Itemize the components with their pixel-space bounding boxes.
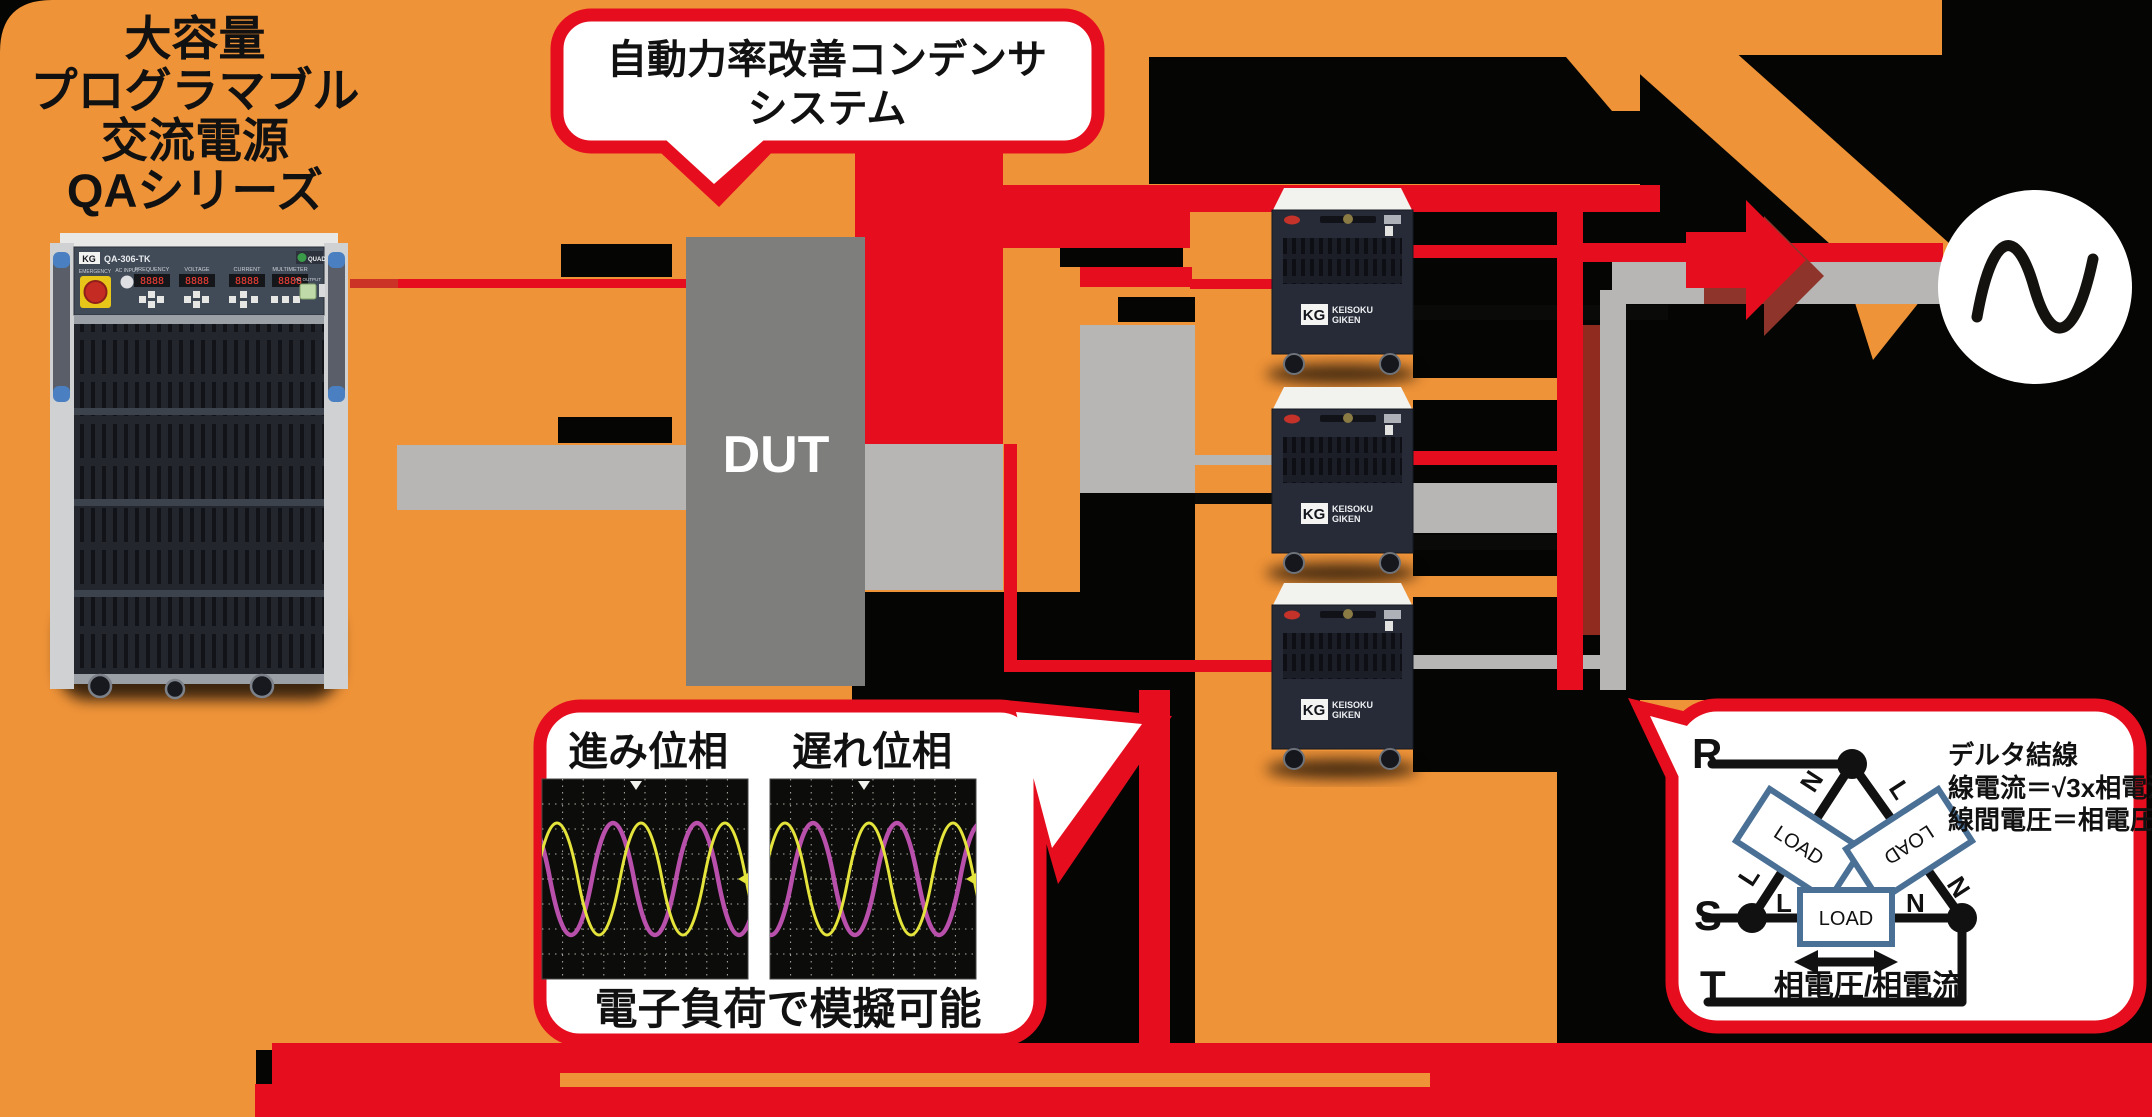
display-current: CURRENT 8888 xyxy=(229,267,265,287)
delta-note-2: 線電流＝√3x相電流 xyxy=(1948,773,2152,803)
ac-output-button xyxy=(299,283,317,300)
svg-text:8888: 8888 xyxy=(235,276,259,287)
delta-note-3: 線間電圧＝相電圧 xyxy=(1948,805,2152,835)
dut-label: DUT xyxy=(723,426,830,484)
capacitor-bubble-line2: システム xyxy=(748,87,907,131)
svg-text:LOAD: LOAD xyxy=(1819,908,1873,930)
wire-label-lb: L xyxy=(1776,888,1792,918)
svg-text:8888: 8888 xyxy=(140,276,164,287)
ac-input-label: AC INPUT xyxy=(115,268,138,274)
panel-buttons xyxy=(139,291,300,308)
wiring xyxy=(350,150,1943,1050)
red-wire-left xyxy=(350,279,689,288)
casters xyxy=(87,673,275,700)
svg-text:8888: 8888 xyxy=(278,276,302,287)
stub-red-load1 xyxy=(1190,279,1274,289)
phase-bubble: 進み位相 遅れ位相 電子負荷で模擬可能 xyxy=(533,699,1172,1047)
title-line-3: 交流電源 xyxy=(101,114,289,167)
capacitor-bubble: 自動力率改善コンデンサ システム xyxy=(550,8,1105,207)
panel-model: QA-306-TK xyxy=(104,254,151,264)
control-panel: KG QA-306-TK EMERGENCY AC INPUT FREQUENC… xyxy=(73,246,326,316)
delta-nodes xyxy=(1737,749,1977,933)
title-line-2: プログラマブル xyxy=(31,64,360,117)
usb-port xyxy=(319,284,325,297)
sine-wave-icon xyxy=(1971,240,2099,334)
phase-r-label: R xyxy=(1692,730,1722,777)
bottom-red-band xyxy=(255,1043,2152,1117)
svg-text:QUAD: QUAD xyxy=(308,257,326,263)
phase-s-label: S xyxy=(1694,892,1722,939)
trunk-shadow xyxy=(1583,325,1600,635)
panel-brand: KG xyxy=(82,254,96,264)
svg-text:MULTIMETER: MULTIMETER xyxy=(272,267,307,273)
capacitor-bubble-line1: 自動力率改善コンデンサ xyxy=(607,37,1047,82)
svg-text:VOLTAGE: VOLTAGE xyxy=(184,267,209,273)
orange-sliver xyxy=(1640,700,1704,711)
dut-block: DUT xyxy=(686,237,865,686)
leading-phase-label: 進み位相 xyxy=(568,730,728,774)
gray-block-a xyxy=(855,444,1003,590)
wire-label-nb: N xyxy=(1906,888,1925,918)
stub-gray-load2 xyxy=(1195,455,1274,465)
red-block xyxy=(855,150,1003,444)
ac-input-button xyxy=(120,275,134,289)
title-line-1: 大容量 xyxy=(125,12,266,65)
svg-text:CURRENT: CURRENT xyxy=(234,267,262,273)
title-line-4: QAシリーズ xyxy=(67,164,323,217)
red-trunk xyxy=(1557,212,1583,690)
delta-note-1: デルタ結線 xyxy=(1948,740,2078,770)
stub-black-load2 xyxy=(1195,493,1274,504)
gray-bus-left xyxy=(397,445,689,510)
delta-load-left: LOAD xyxy=(1731,784,1867,906)
phase-caption: 電子負荷で模擬可能 xyxy=(595,986,982,1034)
svg-text:FREQUENCY: FREQUENCY xyxy=(135,267,170,273)
vent-grilles xyxy=(74,315,324,684)
delta-bubble: LOAD LOAD LOAD R S T N L L N L N 相電圧/相電流… xyxy=(1628,698,2152,1034)
phase-arrow-caption: 相電圧/相電流 xyxy=(1774,970,1962,1003)
ac-grid-symbol xyxy=(1938,190,2132,384)
display-voltage: VOLTAGE 8888 xyxy=(179,267,215,287)
quad-logo: QUAD xyxy=(296,251,326,264)
delta-load-bottom: LOAD xyxy=(1797,887,1895,947)
stub-red-load3 xyxy=(1004,660,1274,672)
lagging-phase-label: 遅れ位相 xyxy=(792,730,952,774)
flow-arrow-icon xyxy=(1686,200,1806,320)
phase-t-label: T xyxy=(1700,962,1726,1009)
source-title: 大容量 プログラマブル 交流電源 QAシリーズ xyxy=(31,12,360,217)
delta-load-right: LOAD xyxy=(1841,784,1977,906)
emergency-label: EMERGENCY xyxy=(79,269,112,275)
phase-range-arrow xyxy=(1794,950,1898,974)
display-frequency: FREQUENCY 8888 xyxy=(134,267,170,287)
display-multimeter: MULTIMETER 8888 xyxy=(272,267,308,287)
gray-block-b xyxy=(1080,325,1195,493)
flow-arrow xyxy=(1686,200,1824,336)
ac-output-label: AC OUTPUT xyxy=(295,277,321,282)
gray-trunk xyxy=(1600,290,1626,690)
svg-text:8888: 8888 xyxy=(185,276,209,287)
rack-handles xyxy=(53,252,345,402)
orange-chevron-upper xyxy=(1557,0,1959,252)
qa-power-source: KG QA-306-TK EMERGENCY AC INPUT FREQUENC… xyxy=(50,233,348,700)
